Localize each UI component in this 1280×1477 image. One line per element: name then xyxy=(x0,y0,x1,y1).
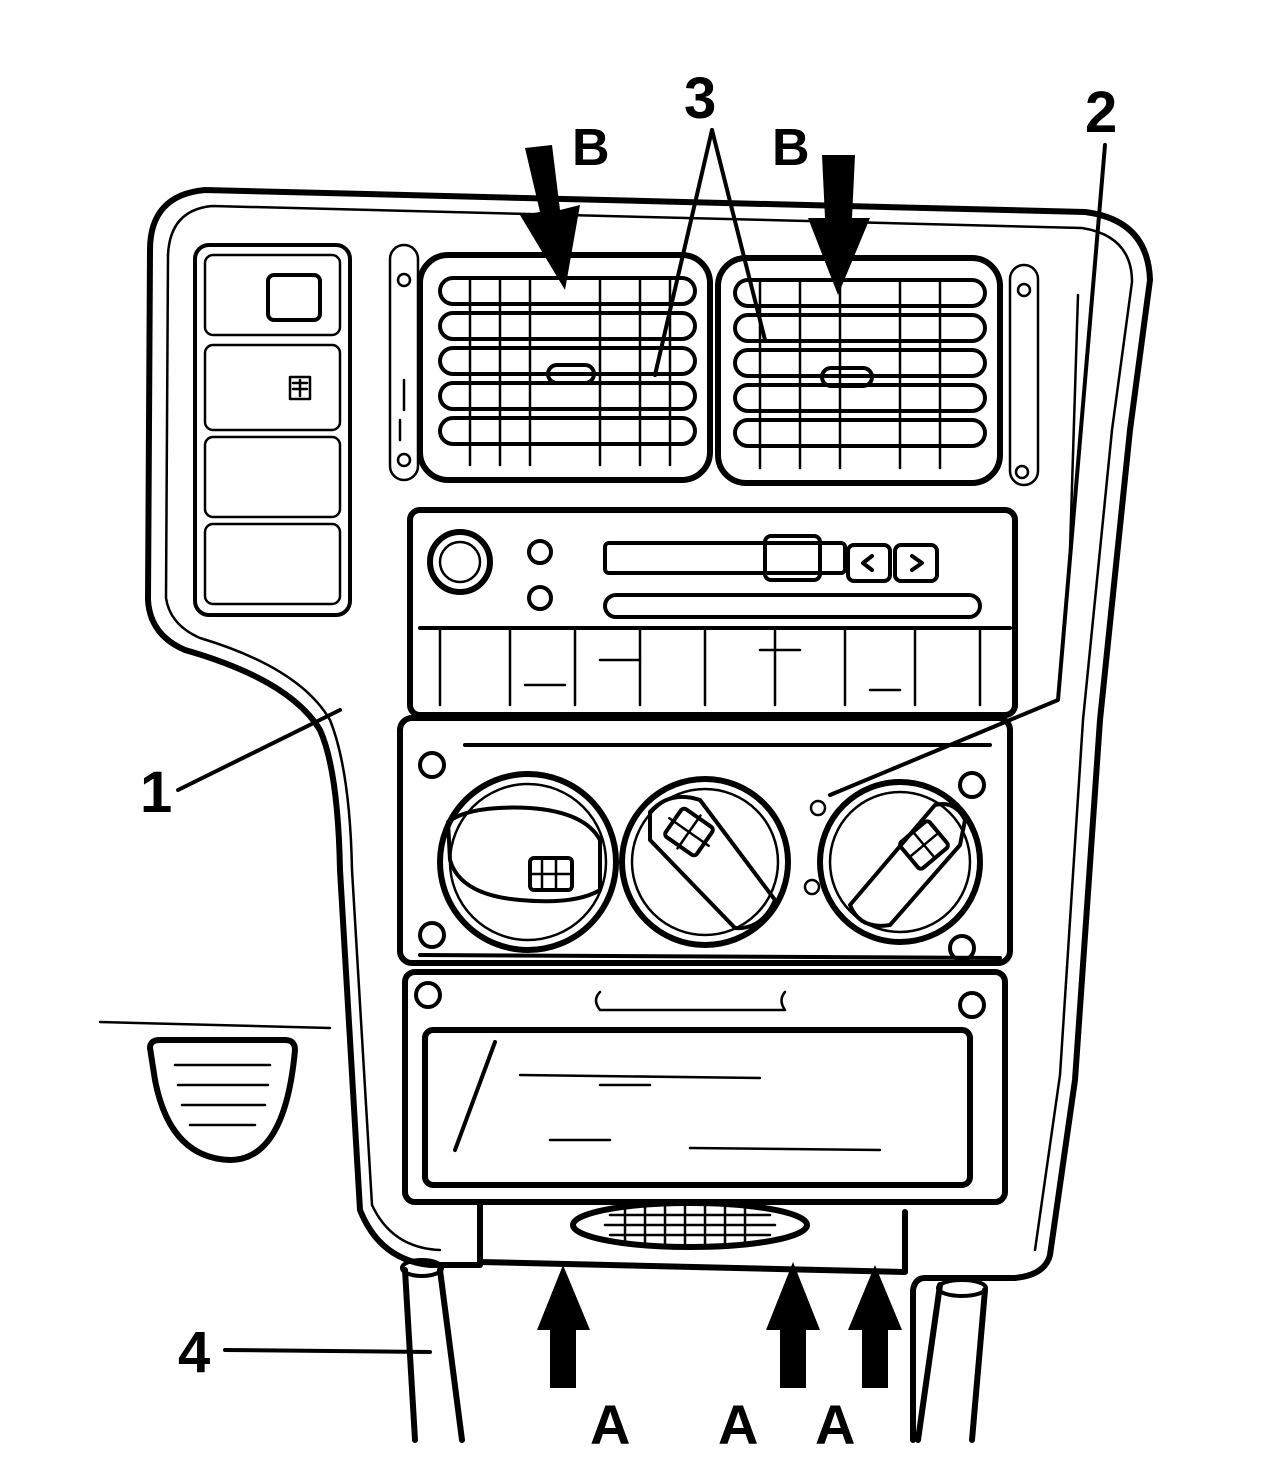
side-grille xyxy=(147,1037,298,1163)
callout-label-4: 4 xyxy=(178,1320,210,1385)
callout-label-b-left: B xyxy=(572,119,610,177)
console-legs xyxy=(400,1258,988,1443)
heater-control-panel xyxy=(397,715,1013,966)
arrow-b-right xyxy=(808,155,870,295)
air-vent-right xyxy=(715,255,1040,487)
lower-trim-strip xyxy=(477,1200,908,1275)
callout-label-1: 1 xyxy=(140,760,172,825)
arrow-a-left xyxy=(537,1265,590,1388)
arrow-b-left xyxy=(520,145,580,290)
fan-speed-knob xyxy=(619,776,791,948)
callout-label-a-right: A xyxy=(815,1393,855,1456)
storage-tray xyxy=(402,969,1008,1205)
arrow-a-right xyxy=(848,1265,902,1388)
console-bezel xyxy=(98,187,1153,1443)
arrow-a-middle xyxy=(766,1262,820,1388)
radio-unit xyxy=(407,507,1018,718)
air-vent-left xyxy=(388,243,713,483)
callout-label-3: 3 xyxy=(684,66,716,131)
leader-lines xyxy=(176,128,1107,1354)
callout-label-a-middle: A xyxy=(718,1393,758,1456)
callout-label-2: 2 xyxy=(1085,80,1117,145)
callout-label-a-left: A xyxy=(590,1393,630,1456)
switch-panel xyxy=(193,243,352,617)
callout-label-b-right: B xyxy=(772,119,810,177)
air-distribution-knob xyxy=(817,779,983,945)
temperature-knob xyxy=(437,771,619,953)
